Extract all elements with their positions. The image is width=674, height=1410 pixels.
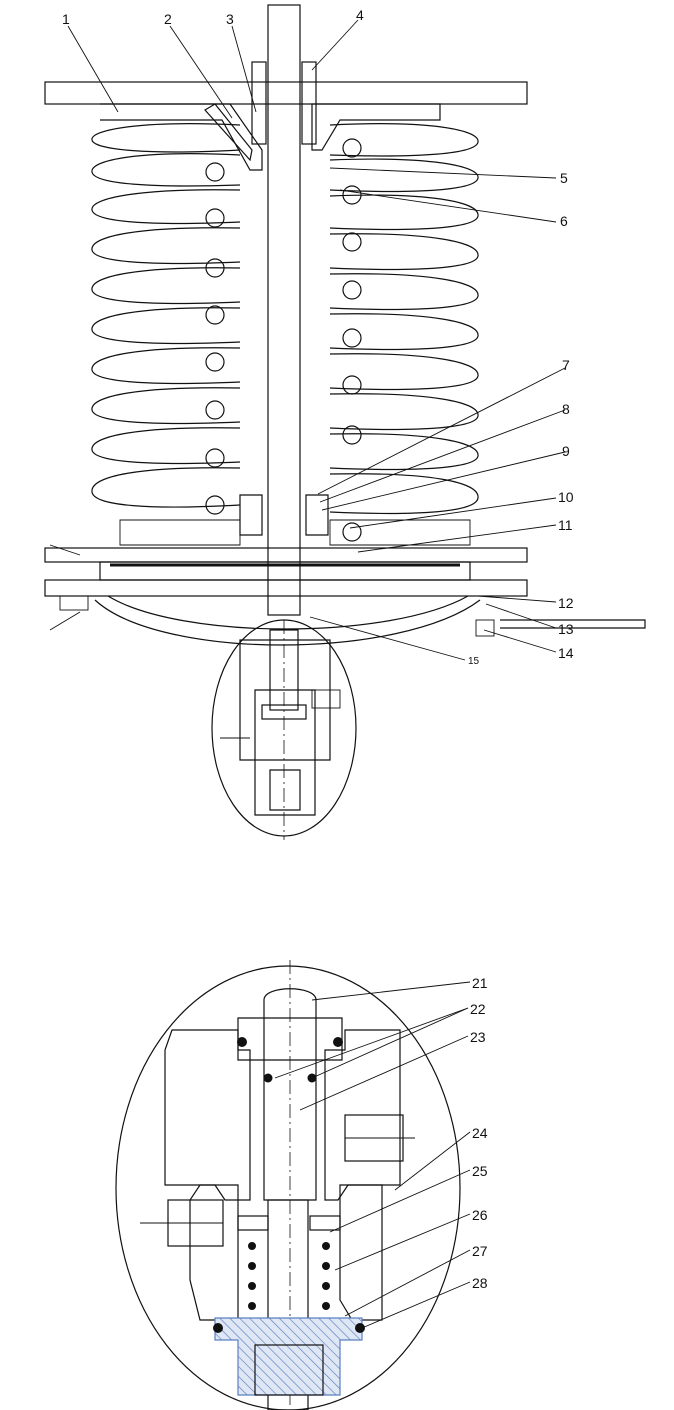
label-21: 21	[472, 975, 488, 991]
detail-ellipse-large	[115, 960, 461, 1410]
label-28: 28	[472, 1275, 488, 1291]
label-2: 2	[164, 11, 172, 27]
spring-right	[329, 123, 479, 542]
spring-seat-top	[100, 61, 441, 171]
label-14: 14	[558, 645, 574, 661]
label-4: 4	[356, 7, 364, 23]
leader-lines	[67, 19, 566, 1329]
label-3: 3	[226, 11, 234, 27]
label-24: 24	[472, 1125, 488, 1141]
label-7: 7	[562, 357, 570, 373]
spring-left	[91, 123, 241, 515]
label-22: 22	[470, 1001, 486, 1017]
label-10: 10	[558, 489, 574, 505]
label-11: 11	[558, 517, 573, 533]
detail-ellipse-small	[211, 619, 357, 840]
top-flange	[44, 81, 528, 105]
label-25: 25	[472, 1163, 488, 1179]
label-23: 23	[470, 1029, 486, 1045]
label-1: 1	[62, 11, 70, 27]
label-12: 12	[558, 595, 574, 611]
label-27: 27	[472, 1243, 488, 1259]
label-13: 13	[558, 621, 574, 637]
label-5: 5	[560, 170, 568, 186]
label-9: 9	[562, 443, 570, 459]
lower-spring-seat	[119, 494, 471, 546]
diaphragm-casing	[44, 544, 646, 646]
label-15: 15	[468, 656, 480, 667]
label-6: 6	[560, 213, 568, 229]
stem	[267, 4, 301, 616]
part-labels: 1 2 3 4 5 6 7 8 9 10 11 12 13 14 15 21 2…	[62, 7, 574, 1291]
label-26: 26	[472, 1207, 488, 1223]
label-8: 8	[562, 401, 570, 417]
